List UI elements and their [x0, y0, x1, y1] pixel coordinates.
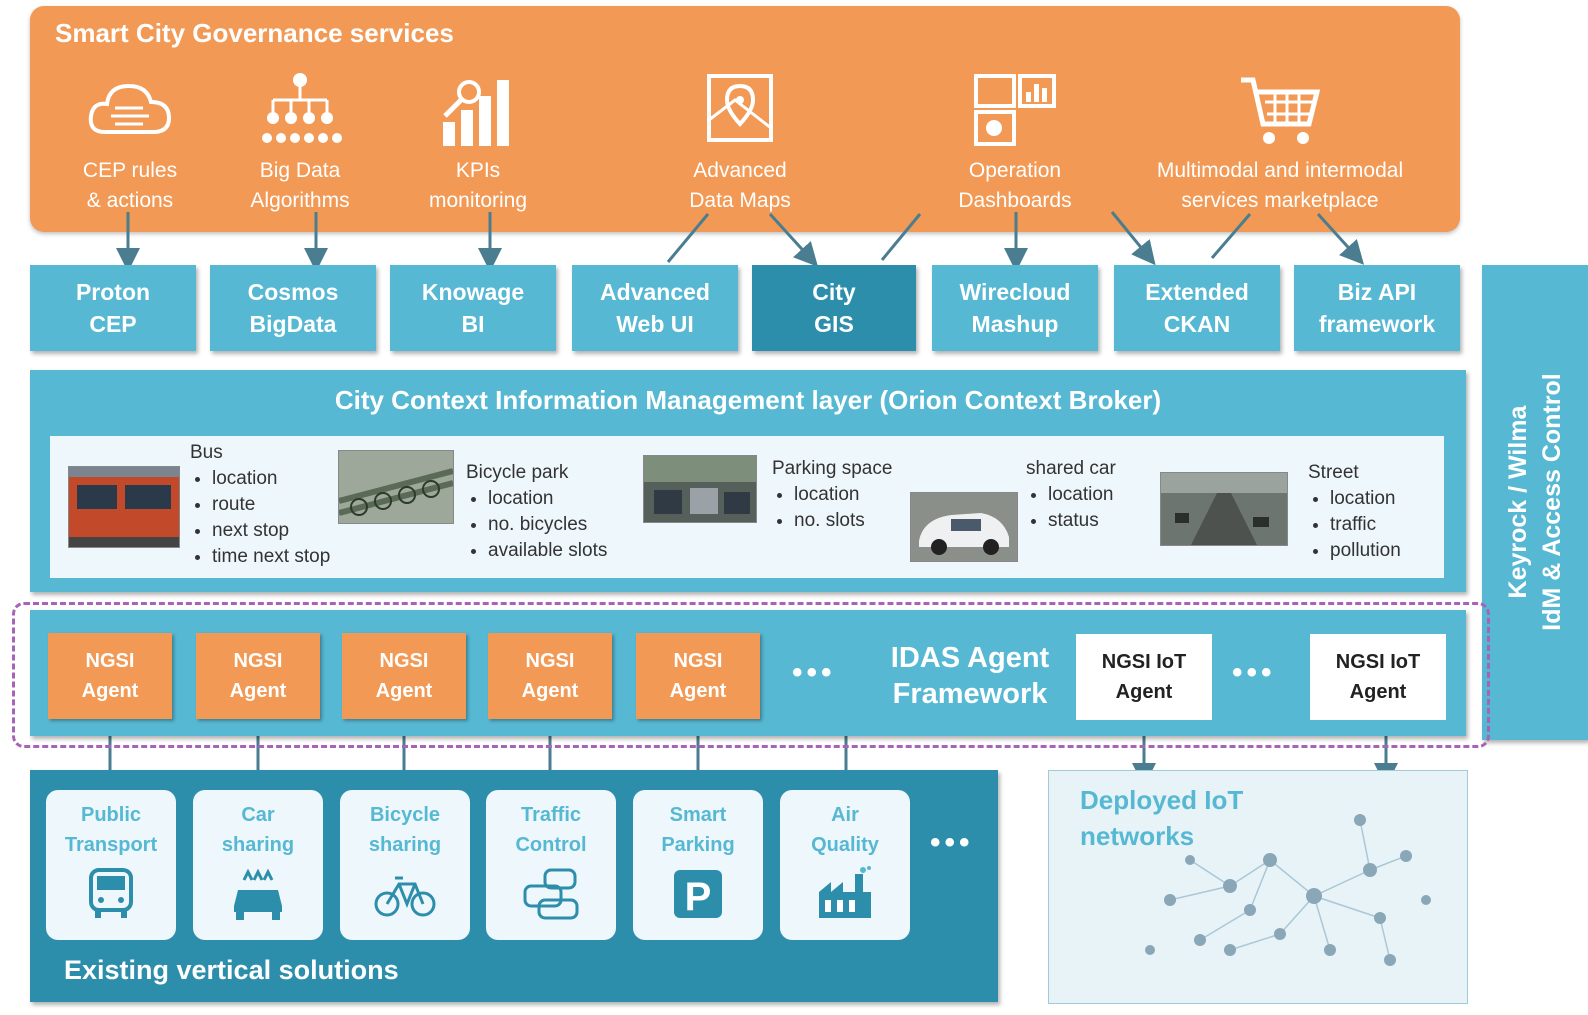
traffic-icon	[523, 868, 579, 920]
entity-attribute: location	[488, 486, 607, 512]
ge-cosmos-bigdata: Cosmos BigData	[210, 265, 376, 351]
ge-proton-cep: Proton CEP	[30, 265, 196, 351]
iot-agents-ellipsis: •••	[1232, 656, 1276, 689]
iot-networks-label: Deployed IoT networks	[1080, 785, 1244, 851]
entity-name: Bus	[190, 442, 223, 463]
ngsi-iot-agent: NGSI IoT Agent	[1310, 634, 1446, 720]
network-graph-icon	[1145, 814, 1431, 966]
entity-attribute: status	[1048, 508, 1116, 534]
entity-attribute: available slots	[488, 538, 607, 564]
entity-street: Street location traffic pollution	[1308, 460, 1401, 564]
verticals-label: Existing vertical solutions	[64, 955, 399, 985]
street-photo	[1160, 472, 1288, 546]
vertical-label: Traffic Control	[515, 804, 587, 856]
hierarchy-icon	[262, 73, 342, 143]
service-label: Multimodal and intermodal services marke…	[1156, 159, 1404, 212]
bus-photo	[68, 466, 180, 548]
service-label: KPIs monitoring	[428, 159, 528, 212]
service-label: Advanced Data Maps	[689, 159, 791, 212]
ngsi-agent: NGSI Agent	[196, 633, 320, 719]
entity-bus: Bus location route next stop time next s…	[190, 440, 330, 570]
verticals-ellipsis: •••	[930, 826, 974, 859]
entity-name: Parking space	[772, 458, 893, 479]
iot-networks-panel	[1048, 770, 1468, 1004]
idas-dashed-boundary	[12, 602, 1490, 748]
bar-chart-icon	[443, 80, 509, 146]
ngsi-iot-agent: NGSI IoT Agent	[1076, 634, 1212, 720]
agents-ellipsis: •••	[792, 656, 836, 689]
entity-attribute: next stop	[212, 518, 330, 544]
vertical-public-transport: Public Transport	[46, 790, 176, 940]
service-big-data: Big Data Algorithms	[210, 70, 390, 216]
vertical-label: Smart Parking	[661, 804, 735, 856]
entity-attribute: no. slots	[794, 508, 892, 534]
security-bar: Keyrock / Wilma IdM & Access Control	[1482, 265, 1588, 740]
svg-text:P: P	[685, 875, 712, 919]
vertical-air-quality: Air Quality	[780, 790, 910, 940]
cloud-icon	[88, 83, 172, 134]
entity-attribute: location	[1330, 486, 1401, 512]
ngsi-agent: NGSI Agent	[342, 633, 466, 719]
parking-photo	[643, 455, 757, 523]
vertical-traffic-control: Traffic Control	[486, 790, 616, 940]
security-label: Keyrock / Wilma IdM & Access Control	[1504, 373, 1566, 631]
entity-name: Street	[1308, 462, 1359, 483]
entity-attribute: location	[794, 482, 892, 508]
ngsi-agent: NGSI Agent	[48, 633, 172, 719]
entity-attribute: no. bicycles	[488, 512, 607, 538]
ge-extended-ckan: Extended CKAN	[1114, 265, 1280, 351]
governance-title: Smart City Governance services	[55, 18, 454, 48]
ge-biz-api-framework: Biz API framework	[1294, 265, 1460, 351]
context-layer-title: City Context Information Management laye…	[334, 385, 1162, 415]
shared-car-photo	[910, 492, 1018, 562]
entity-attribute: pollution	[1330, 538, 1401, 564]
vertical-smart-parking: Smart Parking P	[633, 790, 763, 940]
idas-label: IDAS Agent Framework	[890, 642, 1050, 710]
vertical-label: Car sharing	[221, 804, 295, 856]
service-label: CEP rules & actions	[82, 159, 178, 212]
vertical-label: Public Transport	[64, 804, 158, 856]
entity-shared-car: shared car location status	[1026, 456, 1116, 534]
entity-attribute: time next stop	[212, 544, 330, 570]
vertical-label: Air Quality	[811, 804, 879, 856]
service-marketplace: Multimodal and intermodal services marke…	[1120, 70, 1440, 216]
service-label: Operation Dashboards	[958, 159, 1072, 212]
vertical-bicycle-sharing: Bicycle sharing	[340, 790, 470, 940]
ge-wirecloud-mashup: Wirecloud Mashup	[932, 265, 1098, 351]
service-kpis: KPIs monitoring	[388, 70, 568, 216]
ngsi-agent: NGSI Agent	[488, 633, 612, 719]
ge-city-gis: City GIS	[752, 265, 916, 351]
cart-icon	[1241, 77, 1321, 144]
service-dashboards: Operation Dashboards	[925, 70, 1105, 216]
parking-icon: P	[674, 870, 722, 919]
dashboard-icon	[974, 74, 1056, 146]
service-label: Big Data Algorithms	[250, 159, 350, 212]
entity-bicycle-park: Bicycle park location no. bicycles avail…	[466, 460, 607, 564]
ge-knowage-bi: Knowage BI	[390, 265, 556, 351]
entity-name: Bicycle park	[466, 462, 569, 483]
bicycle-park-photo	[338, 450, 454, 524]
vertical-car-sharing: Car sharing	[193, 790, 323, 940]
factory-icon	[819, 866, 871, 918]
entity-attribute: route	[212, 492, 330, 518]
entity-name: shared car	[1026, 458, 1116, 479]
ge-advanced-web-ui: Advanced Web UI	[572, 265, 738, 351]
ngsi-agent: NGSI Agent	[636, 633, 760, 719]
bicycle-icon	[374, 876, 436, 917]
entity-attribute: traffic	[1330, 512, 1401, 538]
vertical-label: Bicycle sharing	[368, 804, 442, 856]
service-cep-rules: CEP rules & actions	[40, 70, 220, 216]
car-icon	[234, 868, 282, 920]
bus-icon	[89, 868, 133, 918]
entity-attribute: location	[212, 466, 330, 492]
entity-parking-space: Parking space location no. slots	[772, 456, 892, 534]
map-pin-icon	[707, 74, 773, 142]
service-data-maps: Advanced Data Maps	[650, 70, 830, 216]
entity-attribute: location	[1048, 482, 1116, 508]
